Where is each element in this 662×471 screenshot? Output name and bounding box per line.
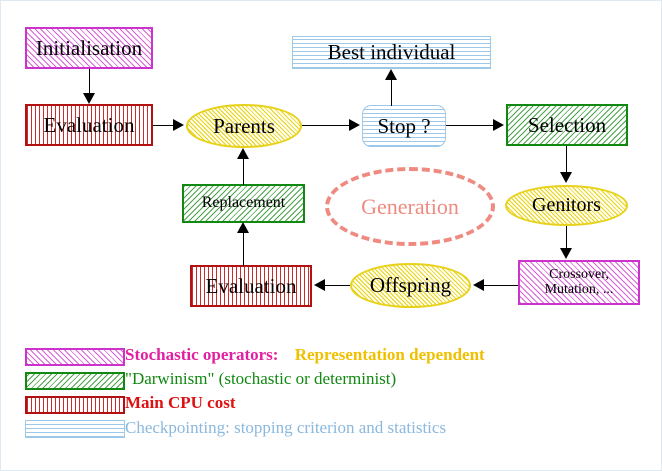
arrowhead-parents-to-stop	[349, 119, 360, 131]
node-evaluation-bottom-label: Evaluation	[205, 273, 297, 298]
legend-swatch-main-cpu-cost	[25, 396, 125, 414]
node-parents-label: Parents	[213, 113, 275, 138]
node-stop[interactable]: Stop ?	[362, 105, 446, 147]
node-best-individual-label: Best individual	[327, 40, 456, 65]
frame-top-line	[0, 0, 662, 1]
edge-offspring-to-evaluation	[325, 285, 350, 286]
node-replacement[interactable]: Replacement	[182, 184, 305, 223]
legend-label-darwinism: "Darwinism" (stochastic or determinist)	[125, 369, 396, 389]
legend-label-representation-dependent: Representation dependent	[294, 345, 485, 364]
node-crossover-label-line1: Crossover,	[549, 266, 609, 282]
node-selection[interactable]: Selection	[506, 104, 628, 146]
node-best-individual[interactable]: Best individual	[292, 36, 491, 69]
edge-evaluation-to-parents	[153, 125, 175, 126]
edge-selection-to-genitors	[566, 146, 567, 173]
arrowhead-stop-to-selection	[493, 119, 504, 131]
legend-label-main-cpu-cost-text: Main CPU cost	[125, 393, 236, 412]
edge-stop-to-selection	[446, 125, 494, 126]
legend-swatch-checkpointing	[25, 420, 125, 438]
node-selection-label: Selection	[527, 112, 607, 137]
node-genitors-label: Genitors	[532, 194, 601, 216]
node-generation: Generation	[325, 167, 495, 246]
edge-parents-to-stop	[302, 125, 350, 126]
edge-crossover-to-offspring	[484, 285, 518, 286]
arrowhead-selection-to-genitors	[560, 172, 572, 183]
legend-label-checkpointing-text: Checkpointing: stopping criterion and st…	[125, 418, 447, 437]
arrowhead-replacement-to-parents	[237, 148, 249, 159]
node-evaluation-top-label: Evaluation	[43, 112, 135, 137]
node-replacement-label: Replacement	[201, 194, 286, 212]
node-parents[interactable]: Parents	[186, 104, 302, 148]
legend-label-darwinism-text: "Darwinism" (stochastic or determinist)	[125, 369, 397, 388]
arrowhead-evaluation-to-replacement	[237, 222, 249, 233]
edge-initialisation-to-evaluation	[89, 69, 90, 95]
edge-evaluation-to-replacement	[243, 233, 244, 266]
arrowhead-crossover-to-offspring	[473, 279, 484, 291]
edge-stop-to-best-individual	[391, 80, 392, 106]
node-offspring-label: Offspring	[369, 273, 452, 298]
node-crossover-mutation[interactable]: Crossover, Mutation, ...	[518, 260, 640, 305]
legend-label-stochastic-operators-text: Stochastic operators:	[125, 345, 279, 364]
node-evaluation-bottom[interactable]: Evaluation	[190, 265, 312, 307]
node-initialisation-label: Initialisation	[35, 35, 143, 60]
node-generation-label: Generation	[361, 193, 459, 219]
node-crossover-label-line2: Mutation, ...	[544, 281, 614, 297]
arrowhead-offspring-to-evaluation	[314, 279, 325, 291]
node-evaluation-top[interactable]: Evaluation	[25, 104, 153, 146]
arrowhead-initialisation-to-evaluation	[83, 93, 95, 104]
arrowhead-genitors-to-crossover	[560, 248, 572, 259]
legend-label-main-cpu-cost: Main CPU cost	[125, 393, 235, 413]
arrowhead-stop-to-best-individual	[385, 69, 397, 80]
node-stop-label: Stop ?	[377, 113, 431, 138]
edge-replacement-to-parents	[243, 159, 244, 185]
legend-label-stochastic-operators: Stochastic operators: Representation dep…	[125, 345, 485, 365]
frame-left-line	[0, 0, 1, 471]
edge-genitors-to-crossover	[566, 226, 567, 249]
arrowhead-evaluation-to-parents	[173, 119, 184, 131]
node-offspring[interactable]: Offspring	[350, 263, 471, 308]
legend-swatch-stochastic-operators	[25, 348, 125, 366]
node-initialisation[interactable]: Initialisation	[25, 27, 153, 69]
legend-label-checkpointing: Checkpointing: stopping criterion and st…	[125, 418, 446, 438]
node-genitors[interactable]: Genitors	[505, 185, 628, 226]
legend-swatch-darwinism	[25, 372, 125, 390]
